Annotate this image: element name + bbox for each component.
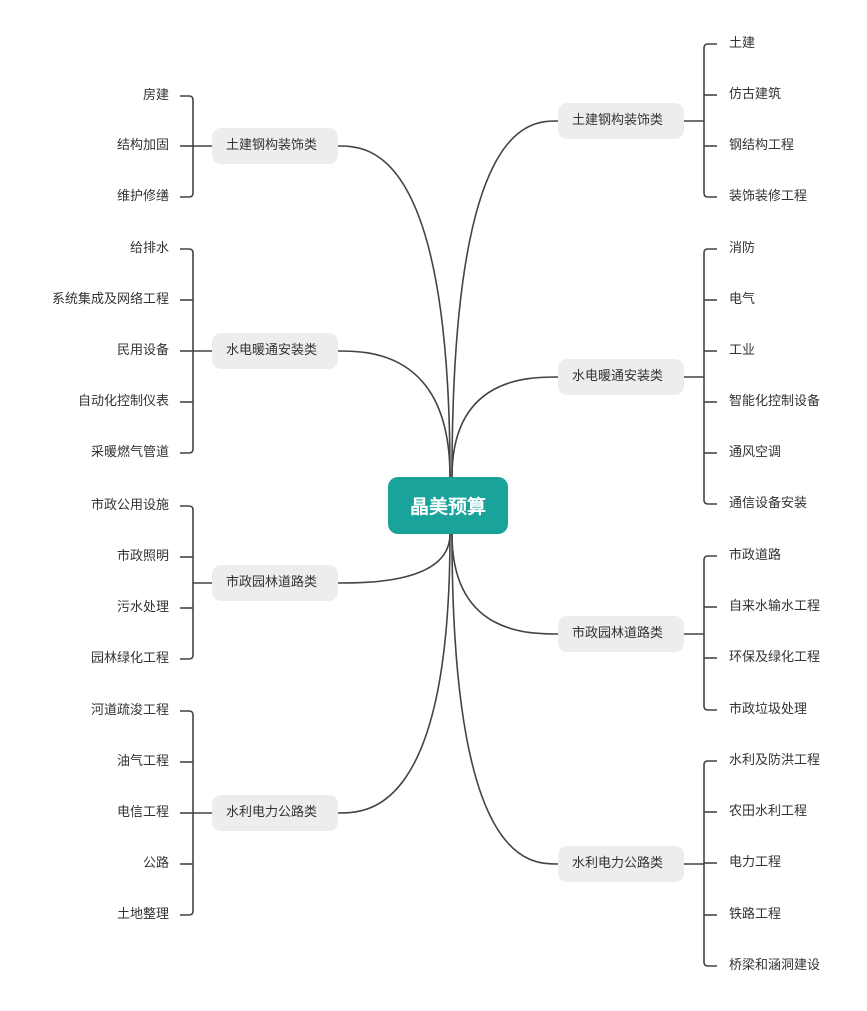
left-branch-connector [337, 533, 451, 814]
leaf-item[interactable]: 农田水利工程 [729, 804, 808, 819]
leaf-item[interactable]: 环保及绿化工程 [729, 650, 821, 665]
leaf-item[interactable]: 通信设备安装 [729, 496, 808, 511]
right-branch-node[interactable]: 水利电力公路类 [558, 846, 684, 882]
right-branch-connector [451, 533, 559, 635]
leaf-item[interactable]: 水利及防洪工程 [729, 753, 821, 768]
leaf-item[interactable]: 铁路工程 [729, 907, 782, 922]
leaf-item[interactable]: 维护修缮 [116, 189, 169, 204]
root-node[interactable]: 晶美预算 [388, 477, 508, 534]
leaf-item[interactable]: 电气 [729, 292, 756, 307]
left-branch-node[interactable]: 水利电力公路类 [212, 795, 338, 831]
leaf-item[interactable]: 电信工程 [116, 805, 169, 820]
left-branch-node[interactable]: 土建钢构装饰类 [212, 128, 338, 164]
leaf-item[interactable]: 园林绿化工程 [90, 651, 169, 666]
leaf-item[interactable]: 工业 [729, 343, 756, 358]
leaf-item[interactable]: 油气工程 [116, 754, 169, 769]
leaf-item[interactable]: 采暖燃气管道 [90, 445, 169, 460]
leaf-item[interactable]: 污水处理 [116, 600, 169, 615]
leaf-item[interactable]: 自来水输水工程 [729, 599, 821, 614]
leaf-item[interactable]: 桥梁和涵洞建设 [729, 958, 821, 973]
leaf-item[interactable]: 自动化控制仪表 [77, 394, 169, 409]
left-bracket [180, 505, 194, 660]
leaf-item[interactable]: 仿古建筑 [729, 87, 782, 102]
leaf-item[interactable]: 系统集成及网络工程 [51, 292, 169, 307]
leaf-item[interactable]: 公路 [142, 856, 169, 871]
leaf-item[interactable]: 民用设备 [116, 343, 169, 358]
leaf-item[interactable]: 智能化控制设备 [729, 394, 821, 409]
left-branch-node[interactable]: 水电暖通安装类 [212, 333, 338, 369]
leaf-item[interactable]: 市政道路 [729, 548, 782, 563]
leaf-item[interactable]: 市政公用设施 [90, 498, 169, 513]
leaf-item[interactable]: 房建 [142, 88, 169, 103]
leaf-item[interactable]: 市政垃圾处理 [729, 702, 808, 717]
right-branch-node[interactable]: 土建钢构装饰类 [558, 103, 684, 139]
right-branch-node[interactable]: 市政园林道路类 [558, 616, 684, 652]
leaf-item[interactable]: 钢结构工程 [729, 138, 795, 153]
leaf-item[interactable]: 土地整理 [116, 907, 169, 922]
right-branch-connector [451, 533, 559, 865]
left-branch-connector [337, 145, 451, 478]
leaf-item[interactable]: 给排水 [129, 241, 169, 256]
left-branch-connector [337, 350, 451, 478]
leaf-item[interactable]: 消防 [729, 241, 756, 256]
leaf-item[interactable]: 装饰装修工程 [729, 189, 808, 204]
leaf-item[interactable]: 结构加固 [116, 138, 169, 153]
right-bracket [703, 43, 717, 198]
right-bracket [703, 248, 717, 505]
right-branch-node[interactable]: 水电暖通安装类 [558, 359, 684, 395]
leaf-item[interactable]: 通风空调 [729, 445, 782, 460]
leaf-item[interactable]: 市政照明 [116, 549, 169, 564]
right-branch-connector [451, 120, 559, 478]
right-bracket [703, 555, 717, 711]
left-branch-connector [337, 533, 451, 584]
leaf-item[interactable]: 河道疏浚工程 [90, 703, 169, 718]
right-branch-connector [451, 376, 559, 478]
leaf-item[interactable]: 土建 [729, 36, 756, 51]
left-branch-node[interactable]: 市政园林道路类 [212, 565, 338, 601]
leaf-item[interactable]: 电力工程 [729, 855, 782, 870]
